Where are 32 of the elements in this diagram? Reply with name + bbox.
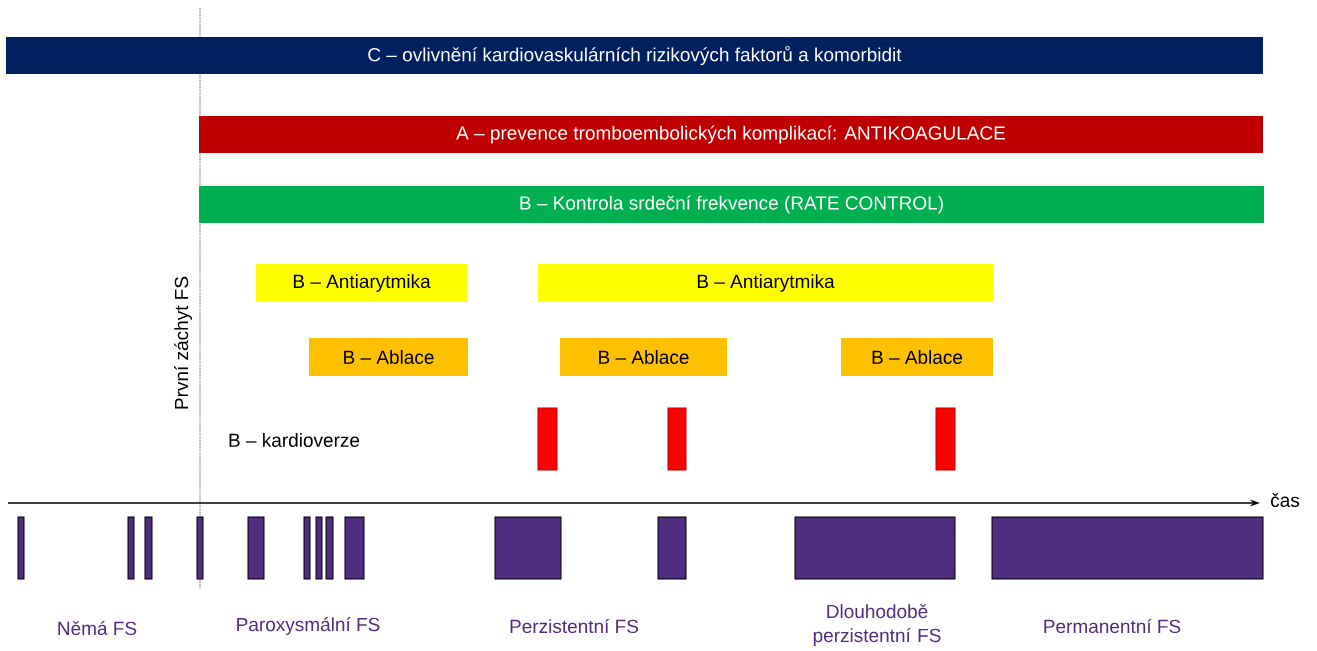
label: B – kardioverze [229, 433, 360, 447]
category-label: Dlouhodobě perzistentní FS [813, 604, 941, 646]
therapy-bar: B – Ablace [560, 338, 727, 376]
therapy-bar: B – Antiarytmika [538, 264, 993, 302]
cardioversion-bar [667, 407, 687, 471]
episode-bar [315, 516, 323, 580]
strategy-bar: B – Kontrola srdeční frekvence (RATE CONTROL) [199, 186, 1264, 223]
episode-bar [657, 516, 687, 580]
episode-bar [17, 516, 25, 580]
episode-bar [991, 516, 1264, 580]
cardioversion-bar [935, 407, 956, 471]
category-label: Perzistentní FS [510, 618, 639, 634]
episode-bar [127, 516, 135, 580]
therapy-bar: B – Antiarytmika [256, 264, 467, 302]
axis-label: čas [1271, 493, 1300, 507]
episode-bar [144, 516, 153, 580]
category-label: Permanentní FS [1044, 618, 1181, 634]
episode-bar [794, 516, 956, 580]
strategy-bar: C – ovlivnění kardiovaskulárních rizikových faktorů a komorbidit [6, 37, 1263, 74]
category-label: Němá FS [58, 620, 137, 636]
episode-bar [325, 516, 334, 580]
episode-bar [247, 516, 265, 580]
cardioversion-bar [537, 407, 558, 471]
strategy-bar: A – prevence tromboembolických komplikací: ANTIKOAGULACE [199, 116, 1263, 153]
category-label: Paroxysmální FS [237, 617, 380, 635]
episode-bar [303, 516, 311, 580]
label: První záchyt FS [174, 276, 192, 409]
therapy-bar: B – Ablace [841, 338, 993, 376]
episode-bar [344, 516, 365, 580]
episode-bar [196, 516, 204, 580]
therapy-bar: B – Ablace [309, 338, 468, 376]
episode-bar [494, 516, 562, 580]
